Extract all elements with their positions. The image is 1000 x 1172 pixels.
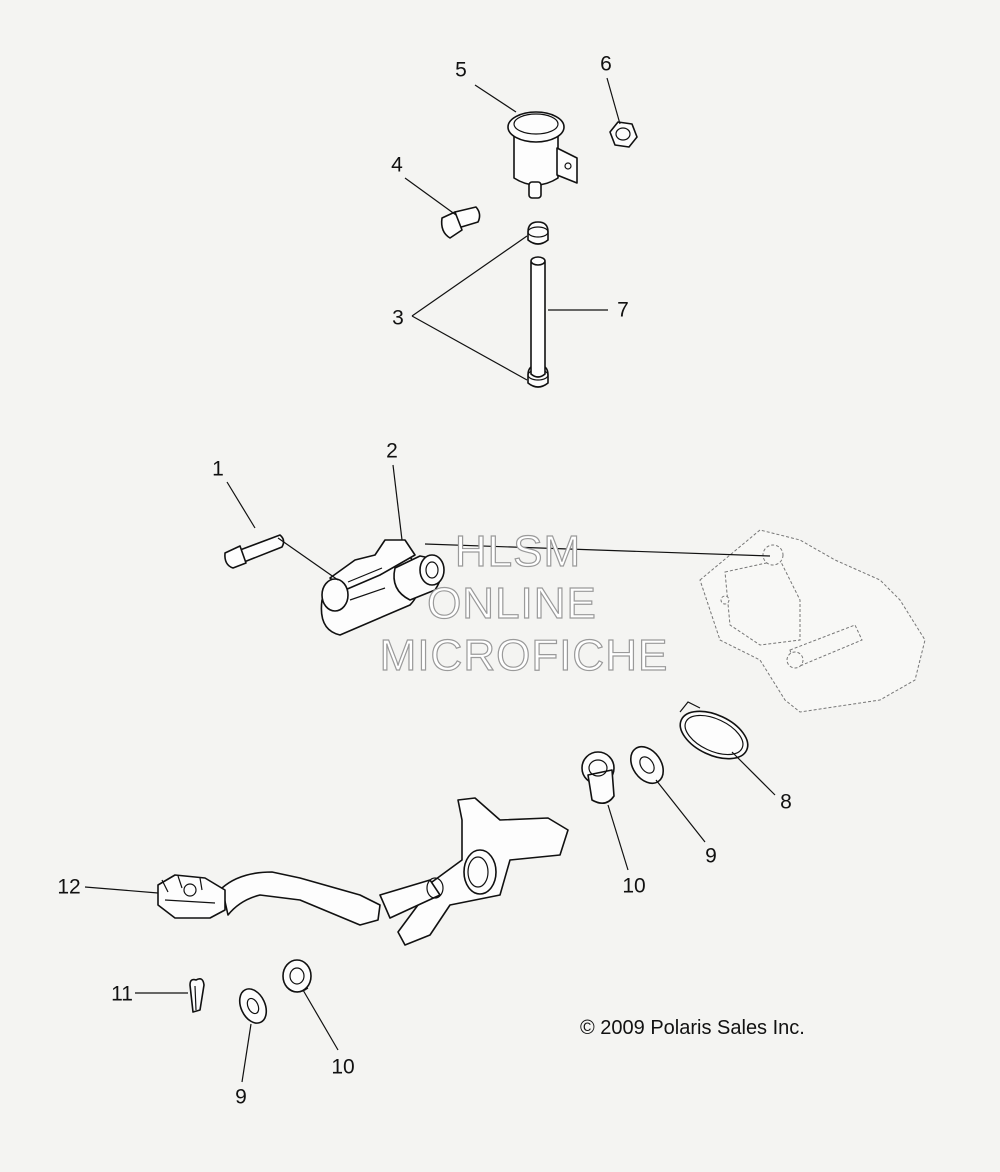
callout-12: 12	[57, 875, 81, 899]
callout-8: 8	[780, 790, 792, 814]
part-9-washer-upper	[629, 745, 665, 785]
watermark-line-2: ONLINE	[426, 579, 597, 628]
callout-9-upper: 9	[705, 844, 717, 868]
callout-6: 6	[600, 52, 612, 76]
copyright-notice: © 2009 Polaris Sales Inc.	[580, 1017, 805, 1039]
part-11-cotter-pin	[189, 978, 205, 1013]
callout-9-lower: 9	[235, 1085, 247, 1109]
leader-lines	[84, 77, 776, 1083]
callout-4: 4	[391, 153, 403, 177]
callout-7: 7	[617, 298, 629, 322]
callout-2: 2	[386, 439, 398, 463]
part-5-reservoir	[507, 111, 578, 199]
part-4-bolt	[440, 206, 481, 239]
frame-bracket	[699, 529, 926, 713]
watermark-line-3: MICROFICHE	[379, 631, 669, 680]
callout-3: 3	[392, 306, 404, 330]
part-6-nut	[609, 121, 638, 148]
part-2-master-cylinder	[320, 539, 445, 636]
part-9-washer-lower	[238, 988, 268, 1024]
part-10-bushing-upper	[581, 751, 615, 804]
callout-10-lower: 10	[331, 1055, 355, 1079]
callout-10-upper: 10	[622, 874, 646, 898]
callout-5: 5	[455, 58, 467, 82]
callout-11: 11	[111, 982, 133, 1006]
callout-1: 1	[212, 457, 224, 481]
part-12-brake-pedal	[157, 797, 569, 946]
part-8-spring	[679, 701, 749, 760]
watermark-line-1: HLSM	[454, 527, 582, 576]
part-10-bushing-lower	[282, 959, 312, 993]
part-7-hose	[530, 256, 546, 378]
